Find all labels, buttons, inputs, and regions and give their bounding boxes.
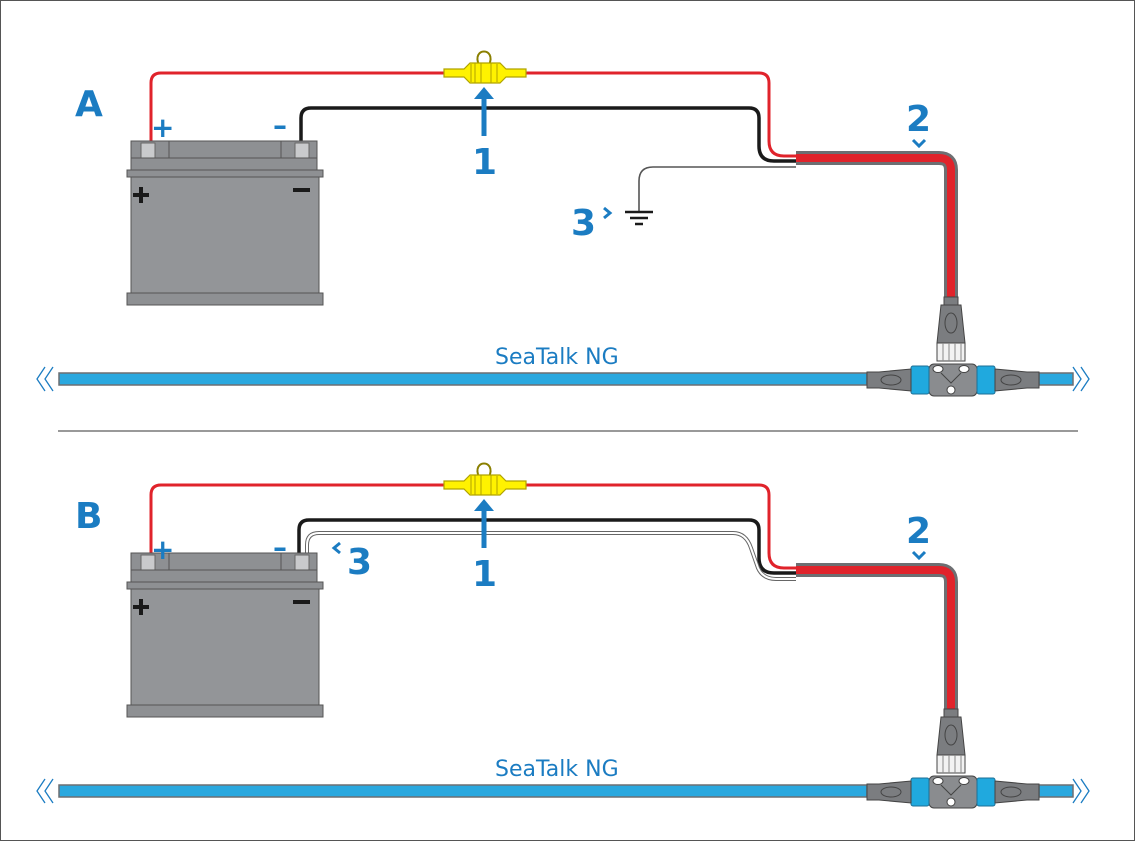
t-piece-connector [866, 296, 1040, 397]
positive-wire [149, 71, 796, 158]
drain-wire [638, 166, 796, 211]
drain-wire [305, 531, 796, 581]
callout-1: 1 [472, 142, 497, 183]
inline-fuse [443, 462, 527, 496]
callout-3: 3 [347, 542, 372, 583]
battery [125, 139, 325, 307]
inline-fuse [443, 50, 527, 84]
arrow-up-icon [474, 87, 494, 136]
t-piece-connector [866, 708, 1040, 809]
battery [125, 551, 325, 719]
seatalk-ng-label: SeaTalk NG [495, 345, 619, 370]
power-cable [796, 570, 951, 711]
seatalk-ng-label: SeaTalk NG [495, 757, 619, 782]
panel-letter: A [75, 84, 103, 125]
minus-label: – [273, 109, 287, 142]
negative-wire [299, 106, 796, 163]
callout-2: 2 [906, 99, 931, 140]
chevron-down-icon [911, 550, 927, 561]
panel-b: B + – 1 2 3 SeaTalk NG [36, 462, 1090, 809]
panel-letter: B [75, 496, 102, 537]
plus-label: + [151, 533, 174, 566]
chevron-right-icon [603, 206, 613, 220]
arrow-up-icon [474, 499, 494, 548]
plus-label: + [151, 111, 174, 144]
panel-a: A + – 1 2 3 SeaTalk NG [36, 50, 1090, 397]
positive-wire [149, 483, 796, 570]
power-cable [796, 158, 951, 299]
chevron-down-icon [911, 138, 927, 149]
ground-icon [625, 210, 653, 226]
negative-wire [297, 518, 796, 575]
callout-1: 1 [472, 554, 497, 595]
callout-3: 3 [571, 203, 596, 244]
callout-2: 2 [906, 511, 931, 552]
minus-label: – [273, 531, 287, 564]
chevron-left-icon [331, 541, 341, 555]
